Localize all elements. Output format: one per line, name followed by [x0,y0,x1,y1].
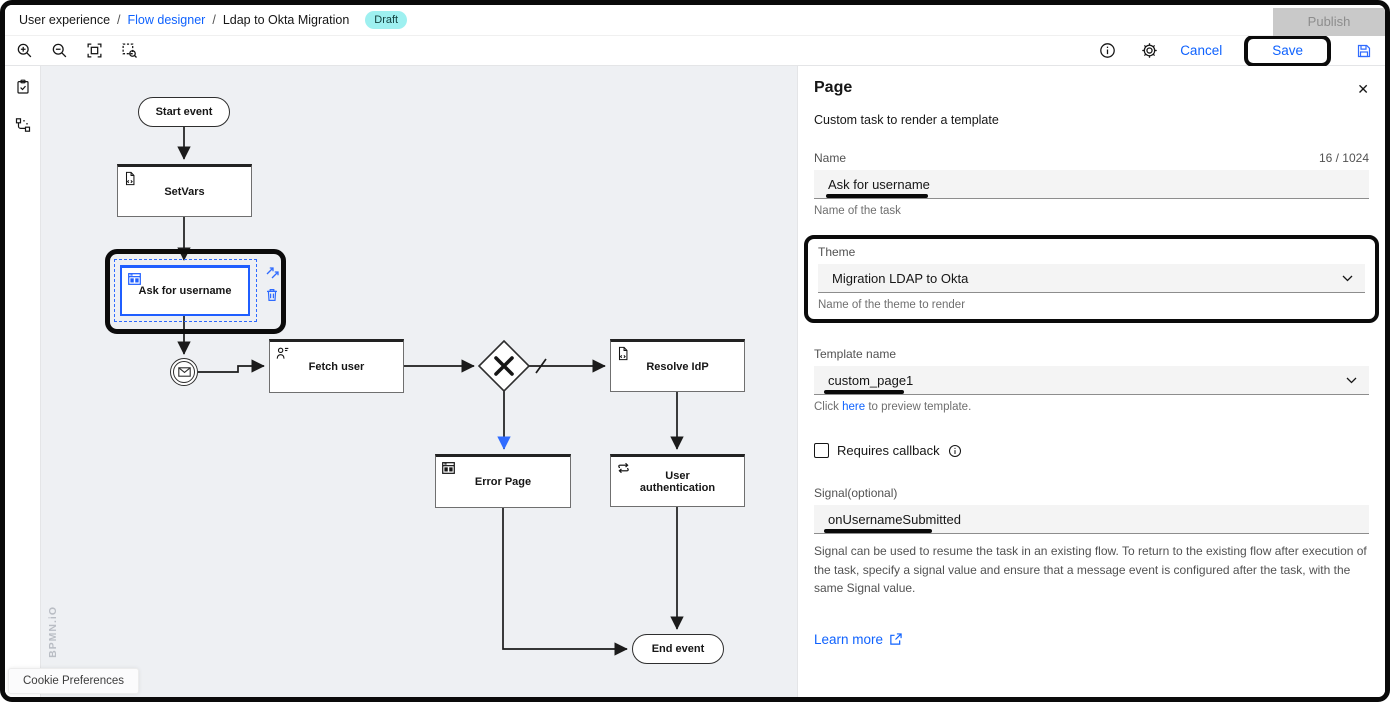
requires-callback-checkbox[interactable] [814,443,829,458]
annotation-theme-section: Theme Migration LDAP to Okta Name of the… [804,235,1379,323]
bpmn-io-watermark: BPMN.iO [47,606,59,658]
node-setvars[interactable]: SetVars [117,164,252,217]
default-flow-marker [535,358,547,374]
canvas-toolbar: Cancel Save [5,34,1385,67]
status-badge: Draft [365,11,408,29]
template-value: custom_page1 [828,372,914,388]
save-button[interactable]: Save [1272,42,1303,58]
name-label: Name [814,151,847,165]
node-end-event[interactable]: End event [632,634,724,664]
floppy-disk-icon [1357,44,1371,57]
theme-dropdown[interactable]: Migration LDAP to Okta [818,264,1365,293]
zoom-in-icon [17,43,31,58]
cancel-button[interactable]: Cancel [1180,43,1223,58]
zoom-out-button[interactable] [48,40,70,62]
edge-message-to-fetch[interactable] [198,359,265,373]
breadcrumb-user-experience[interactable]: User experience [19,13,111,27]
properties-panel: Page ✕ Custom task to render a template … [797,66,1385,697]
info-icon[interactable] [948,444,962,458]
settings-button[interactable] [1138,40,1160,62]
save-file-button[interactable] [1353,40,1375,62]
context-pad [265,265,282,302]
callback-label: Requires callback [837,443,940,458]
top-bar: User experience / Flow designer / Ldap t… [5,5,1385,36]
node-start-event[interactable]: Start event [138,97,230,127]
exclusive-gateway[interactable] [477,339,531,393]
learn-more-link[interactable]: Learn more [814,632,1369,647]
user-icon [275,346,290,361]
chevron-down-icon [1346,377,1357,384]
selection-outline [114,259,257,322]
name-helper: Name of the task [814,205,901,217]
panel-subtitle: Custom task to render a template [814,113,999,127]
annotation-template-underline [824,390,904,394]
info-icon [1099,43,1115,58]
theme-label: Theme [818,245,856,259]
callback-row: Requires callback [814,443,1369,458]
envelope-icon [173,361,195,383]
template-helper: Click here to preview template. [814,401,972,413]
signal-label: Signal(optional) [814,486,898,500]
zoom-out-icon [52,43,66,58]
search-selection-button[interactable] [118,40,140,62]
close-icon[interactable]: ✕ [1357,81,1369,97]
signal-input[interactable] [814,511,1258,527]
signal-field-group: Signal(optional) Signal can be used to r… [814,486,1369,598]
breadcrumb-current-flow: Ldap to Okta Migration [222,13,350,27]
loop-arrows-icon [616,461,631,475]
delete-node-icon[interactable] [265,287,282,302]
node-ask-for-username[interactable]: Ask for username [120,265,250,316]
cookie-preferences-button[interactable]: Cookie Preferences [8,668,139,694]
info-button[interactable] [1096,40,1118,62]
script-icon [123,171,137,186]
validation-checklist-button[interactable] [12,76,34,98]
annotation-save-highlight: Save [1244,34,1331,67]
node-fetch-user[interactable]: Fetch user [269,339,404,393]
fit-to-screen-icon [86,43,102,58]
node-resolve-idp[interactable]: Resolve IdP [610,339,745,392]
flow-map-button[interactable] [12,114,34,136]
name-field-group: Name 16 / 1024 Name of the task [814,151,1369,217]
page-template-icon [127,272,142,286]
theme-value: Migration LDAP to Okta [832,270,969,286]
fit-to-screen-button[interactable] [83,40,105,62]
left-rail [5,66,41,697]
breadcrumb-separator: / [212,13,216,27]
breadcrumb: User experience / Flow designer / Ldap t… [19,11,408,29]
zoom-in-button[interactable] [13,40,35,62]
node-user-authentication[interactable]: User authentication [610,454,745,507]
search-selection-icon [121,43,137,58]
preview-template-link[interactable]: here [842,401,866,413]
breadcrumb-flow-designer[interactable]: Flow designer [127,13,206,27]
script-icon [616,346,630,361]
breadcrumb-separator: / [117,13,121,27]
connect-tool-icon[interactable] [265,265,282,280]
flow-edges [177,127,684,656]
template-field-group: Template name custom_page1 Click here to… [814,347,1369,413]
message-event[interactable] [170,358,198,386]
external-link-icon [890,633,902,645]
name-counter: 16 / 1024 [1318,151,1369,165]
annotation-signal-underline [824,529,932,533]
theme-helper: Name of the theme to render [818,299,966,311]
publish-button[interactable]: Publish [1273,8,1385,36]
chevron-down-icon [1342,275,1353,282]
gear-icon [1141,43,1157,58]
node-error-page[interactable]: Error Page [435,454,571,508]
flow-canvas[interactable]: Start event SetVars Ask for username [41,66,797,697]
template-label: Template name [814,347,897,361]
edge-error-to-end[interactable] [502,508,628,656]
clipboard-check-icon [16,79,29,94]
mini-flow-icon [15,118,30,132]
annotation-name-underline [826,194,928,198]
panel-title: Page [814,79,853,96]
page-template-icon [441,461,456,475]
template-dropdown[interactable]: custom_page1 [814,366,1369,395]
name-input[interactable] [814,176,1258,192]
signal-helper: Signal can be used to resume the task in… [814,544,1367,596]
